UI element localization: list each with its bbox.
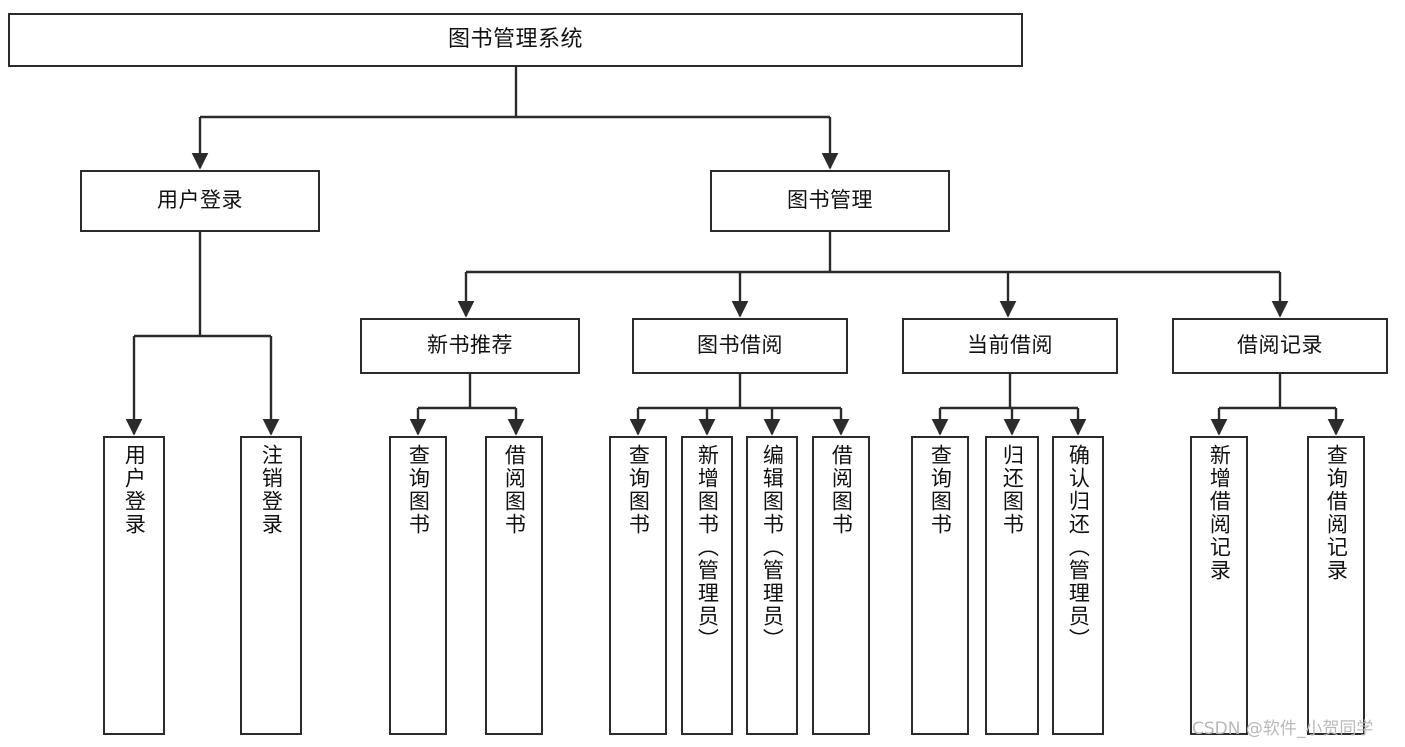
node-current-borrow-label: 当前借阅 bbox=[967, 333, 1053, 358]
node-borrow-record[interactable]: 借阅记录 bbox=[1172, 318, 1388, 374]
node-user-login[interactable]: 用户登录 bbox=[80, 170, 320, 232]
node-leaf-user-logout-label: 注销登录 bbox=[259, 444, 284, 536]
node-leaf-edit-book-label: 编辑图书（管理员） bbox=[760, 444, 785, 651]
node-leaf-user-login[interactable]: 用户登录 bbox=[103, 436, 165, 735]
node-leaf-query-record-label: 查询借阅记录 bbox=[1324, 444, 1349, 582]
node-leaf-borrow-book-2-label: 借阅图书 bbox=[829, 444, 854, 536]
node-borrow-record-label: 借阅记录 bbox=[1237, 333, 1323, 358]
node-new-book-rec-label: 新书推荐 bbox=[427, 333, 513, 358]
node-root-label: 图书管理系统 bbox=[447, 26, 583, 52]
node-user-login-label: 用户登录 bbox=[157, 188, 243, 213]
node-leaf-query-record[interactable]: 查询借阅记录 bbox=[1307, 436, 1365, 735]
node-book-borrow[interactable]: 图书借阅 bbox=[632, 318, 848, 374]
node-leaf-query-book-3-label: 查询图书 bbox=[928, 444, 953, 536]
node-leaf-add-record-label: 新增借阅记录 bbox=[1207, 444, 1232, 582]
node-leaf-query-book-1[interactable]: 查询图书 bbox=[389, 436, 447, 735]
node-leaf-borrow-book-1-label: 借阅图书 bbox=[502, 444, 527, 536]
node-leaf-confirm-return-label: 确认归还（管理员） bbox=[1066, 444, 1091, 651]
node-leaf-add-record[interactable]: 新增借阅记录 bbox=[1190, 436, 1248, 735]
node-leaf-borrow-book-1[interactable]: 借阅图书 bbox=[485, 436, 543, 735]
node-book-manage-label: 图书管理 bbox=[787, 188, 873, 213]
node-leaf-borrow-book-2[interactable]: 借阅图书 bbox=[812, 436, 870, 735]
node-book-borrow-label: 图书借阅 bbox=[697, 333, 783, 358]
node-new-book-rec[interactable]: 新书推荐 bbox=[360, 318, 580, 374]
node-leaf-confirm-return[interactable]: 确认归还（管理员） bbox=[1052, 436, 1104, 735]
node-leaf-return-book[interactable]: 归还图书 bbox=[985, 436, 1039, 735]
node-leaf-query-book-1-label: 查询图书 bbox=[406, 444, 431, 536]
node-root[interactable]: 图书管理系统 bbox=[8, 13, 1023, 67]
node-leaf-query-book-3[interactable]: 查询图书 bbox=[911, 436, 969, 735]
node-leaf-query-book-2-label: 查询图书 bbox=[626, 444, 651, 536]
node-leaf-query-book-2[interactable]: 查询图书 bbox=[609, 436, 667, 735]
node-leaf-add-book-label: 新增图书（管理员） bbox=[695, 444, 720, 651]
node-leaf-add-book[interactable]: 新增图书（管理员） bbox=[681, 436, 733, 735]
node-current-borrow[interactable]: 当前借阅 bbox=[902, 318, 1118, 374]
node-leaf-return-book-label: 归还图书 bbox=[1000, 444, 1025, 536]
node-leaf-edit-book[interactable]: 编辑图书（管理员） bbox=[746, 436, 798, 735]
node-leaf-user-login-label: 用户登录 bbox=[122, 444, 147, 536]
node-leaf-user-logout[interactable]: 注销登录 bbox=[240, 436, 302, 735]
node-book-manage[interactable]: 图书管理 bbox=[710, 170, 950, 232]
